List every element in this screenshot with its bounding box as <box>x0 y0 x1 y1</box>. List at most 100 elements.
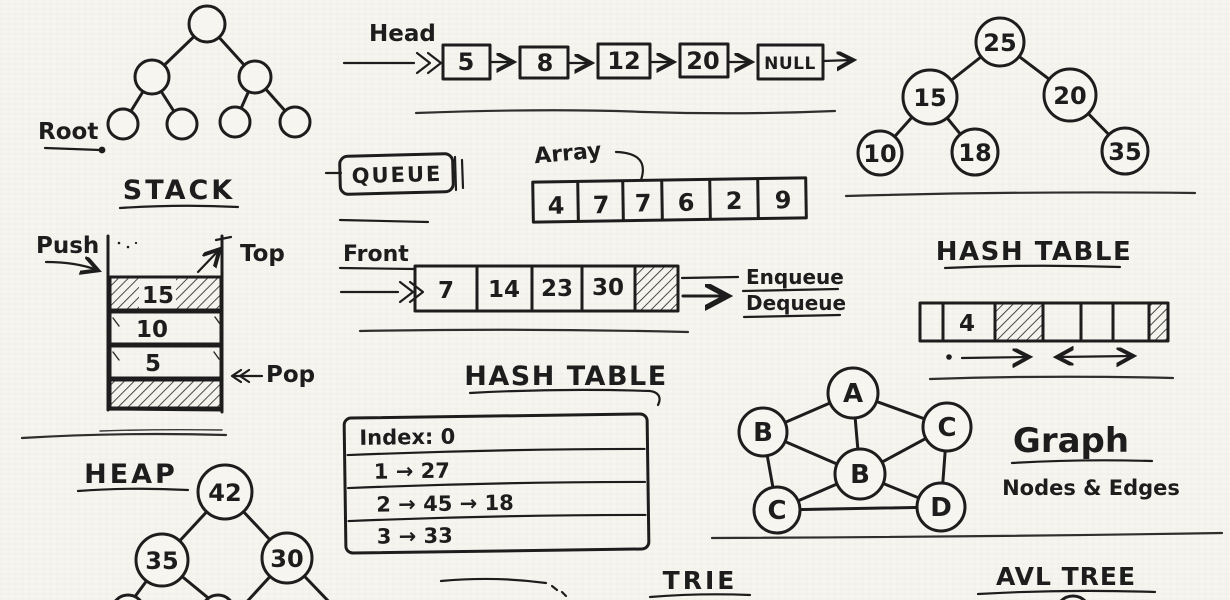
head-label: Head <box>369 21 436 47</box>
hash-row: 2 → 45 → 18 <box>376 491 514 517</box>
graph-node-label: C <box>767 496 786 526</box>
graph-node-label: C <box>937 413 956 443</box>
probe-arrow <box>960 357 1028 358</box>
graph-node-label: D <box>930 493 952 523</box>
graph-heading: Graph <box>1013 421 1129 461</box>
root-pointer-dot <box>98 146 106 154</box>
stack-item-value: 5 <box>145 351 161 377</box>
bst-node <box>974 16 1026 68</box>
graph-subheading: Nodes & Edges <box>1002 476 1180 500</box>
hash-center-heading: HASH TABLE <box>464 361 667 392</box>
trie-pointer <box>439 577 548 585</box>
push-arrow <box>44 262 97 270</box>
heap-node <box>196 463 254 521</box>
tree-node <box>218 105 252 139</box>
tree-node <box>278 105 312 139</box>
queue-value: 23 <box>541 276 573 302</box>
bst-node <box>856 129 904 177</box>
stack-cell <box>108 344 223 380</box>
hash-table-right-sketch: HASH TABLE 4 <box>918 237 1170 360</box>
top-label: Top <box>240 241 285 267</box>
hash-row: 1 → 27 <box>374 459 450 484</box>
stack-item-value: 15 <box>142 283 174 309</box>
hash-center-box <box>342 412 651 555</box>
list-node-value: NULL <box>764 54 816 74</box>
stack-item-value: 10 <box>136 317 168 343</box>
bst-node-value: 18 <box>958 139 991 167</box>
probe-dot <box>946 354 952 360</box>
tree-node <box>106 107 140 141</box>
bst-node-value: 10 <box>863 140 896 168</box>
stack-cell <box>108 310 223 346</box>
stack-heading: STACK <box>123 175 235 206</box>
heap-value: 42 <box>208 479 241 507</box>
graph-node-label: B <box>753 418 773 448</box>
array-value: 9 <box>774 186 791 214</box>
graph-heading-underline <box>1010 459 1154 465</box>
list-node-value: 20 <box>686 47 719 75</box>
enqueue-underline <box>741 287 840 293</box>
linked-list-sketch: Head 5 8 12 20 NULL <box>342 21 852 81</box>
front-underline <box>338 266 416 271</box>
graph-sketch: A B C B C D Graph Nodes & Edges <box>737 366 1180 535</box>
stack-cell-empty <box>108 378 223 410</box>
heap-node <box>260 531 314 585</box>
heap-heading: HEAP <box>84 459 178 490</box>
trie-heading: TRIE <box>663 566 738 595</box>
array-value: 6 <box>678 189 695 217</box>
queue-value: 30 <box>592 275 624 301</box>
avl-node-partial <box>1059 594 1087 600</box>
bst-node <box>1042 67 1098 123</box>
dequeue-underline <box>742 313 842 319</box>
avl-heading: AVL TREE <box>996 562 1136 591</box>
queue-box <box>338 152 455 196</box>
heap-value: 30 <box>270 545 303 573</box>
array-value: 7 <box>635 189 652 217</box>
list-node <box>678 42 730 79</box>
hash-table-center-sketch: HASH TABLE Index: 0 1 → 27 2 → 45 → 18 3… <box>342 361 667 555</box>
range-arrow <box>1058 356 1132 357</box>
graph-node <box>915 481 967 533</box>
root-pointer-line <box>43 146 102 152</box>
graph-node <box>921 401 973 453</box>
dequeue-label: Dequeue <box>746 291 846 315</box>
queue-value: 7 <box>438 278 454 304</box>
divider-lines <box>20 109 1224 540</box>
hash-row: 3 → 33 <box>377 524 453 549</box>
list-node-value: 8 <box>537 49 554 77</box>
list-node-value: 12 <box>607 47 640 75</box>
avl-underline <box>976 589 1157 596</box>
queue-box-ticks <box>324 155 465 224</box>
bst-node <box>950 127 1000 177</box>
array-sketch: Array 4 7 7 6 2 9 <box>531 138 808 224</box>
hash-right-heading: HASH TABLE <box>936 237 1132 267</box>
bst-node-value: 15 <box>913 84 946 112</box>
enqueue-label: Enqueue <box>746 265 844 289</box>
trie-sketch: TRIE <box>439 566 752 599</box>
array-label: Array <box>533 138 602 169</box>
array-value: 4 <box>548 192 565 220</box>
bst-node <box>901 68 959 126</box>
array-cells <box>531 176 808 224</box>
binary-tree-sketch: Root <box>38 4 312 154</box>
top-arrow <box>196 250 219 274</box>
stack-heading-underline <box>118 204 240 210</box>
array-pointer <box>614 150 644 182</box>
tree-node <box>165 107 199 141</box>
graph-node-label: B <box>850 460 870 490</box>
bst-node <box>1100 126 1150 176</box>
trie-underline <box>648 593 752 599</box>
pop-label: Pop <box>266 362 315 388</box>
root-label: Root <box>38 119 98 145</box>
graph-node <box>737 406 789 458</box>
enqueue-line <box>680 275 740 280</box>
heap-node-partial <box>114 593 142 600</box>
stack-sketch: STACK 15 10 5 Push Top Pop <box>36 175 315 414</box>
heap-node-partial <box>204 593 232 600</box>
front-label: Front <box>343 242 409 267</box>
hash-row: Index: 0 <box>359 425 455 450</box>
heap-node <box>134 532 190 588</box>
bst-node-value: 20 <box>1053 82 1086 110</box>
avl-sketch: AVL TREE <box>976 562 1157 600</box>
